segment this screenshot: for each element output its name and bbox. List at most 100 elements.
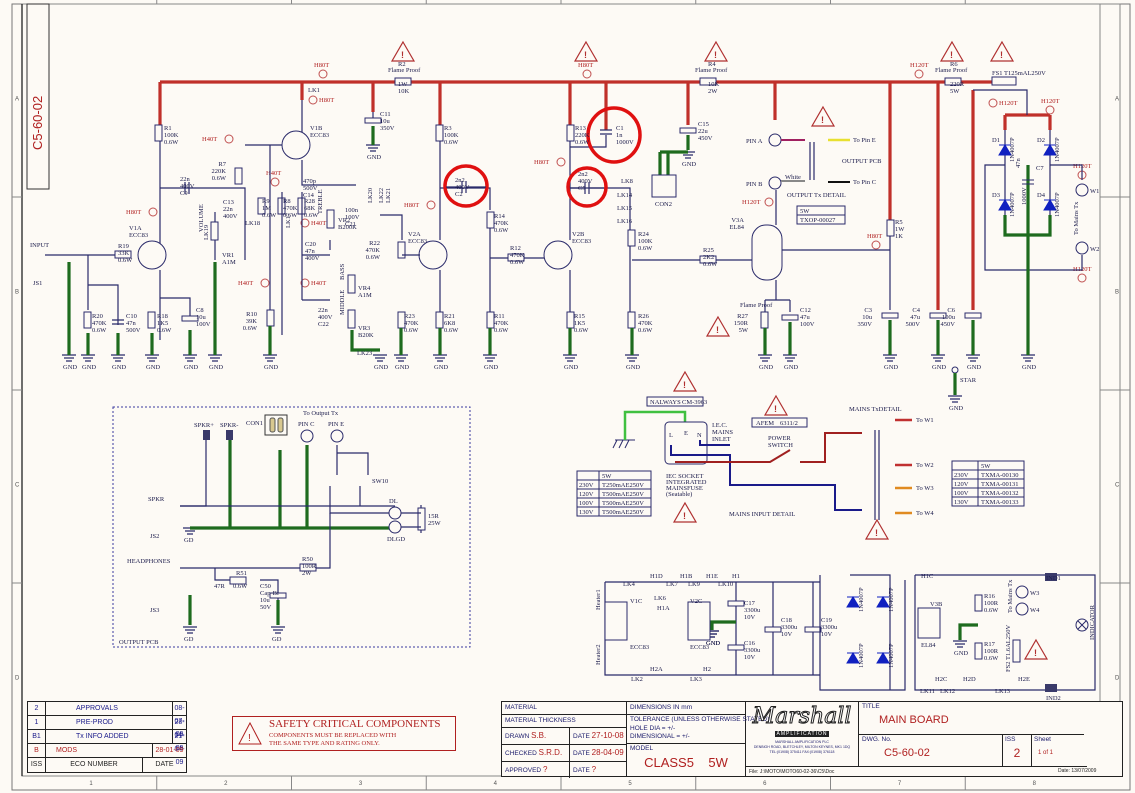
r15-label: R15 (574, 313, 585, 320)
power-switch-label: SWITCH (768, 442, 793, 449)
ground-icon (758, 354, 772, 362)
spkr-plus-label: SPKR+ (194, 422, 214, 429)
model-label: MODEL (630, 745, 654, 752)
iec-socket-label: IEC SOCKET (666, 473, 703, 480)
mains-tx-table-cell: 5W (981, 463, 991, 470)
c10-label: 500V (126, 327, 141, 334)
c11-label: C11 (380, 111, 391, 118)
heater-net-label: H1D (650, 573, 663, 580)
safety-title: SAFETY CRITICAL COMPONENTS (269, 718, 441, 730)
r13-label: R13 (575, 125, 586, 132)
dimensional-field: DIMENSIONAL = +/- (630, 733, 690, 740)
resistor-r16 (974, 594, 983, 612)
v2c-label: ECC83 (690, 644, 709, 651)
spkr-label: SPKR (148, 496, 165, 503)
test-point-label: H80T (578, 62, 593, 69)
c19-label: 3300u (821, 624, 838, 631)
hole-dia-field: HOLE DIA = +/- (630, 725, 676, 732)
c18-label: 3300u (781, 624, 798, 631)
r17-label: R17 (984, 641, 996, 648)
cap-c15 (679, 127, 697, 134)
r19-label: 0.6W (118, 257, 133, 264)
test-point-icon (148, 207, 158, 217)
mains-tx-table-cell: 130V (954, 499, 969, 506)
tube-v2a (418, 240, 448, 270)
warning-triangle-icon: ! (672, 370, 698, 392)
fuse-table-cell: T500mAE250V (602, 509, 644, 516)
c21-label: C21 (345, 221, 356, 228)
row-zone-C: C (15, 483, 20, 489)
c18-label: 10V (781, 631, 793, 638)
column-zone-1: 1 (89, 781, 93, 787)
test-point-label: H40T (238, 280, 253, 287)
ground-icon (183, 354, 197, 362)
c50-label: 10u (260, 597, 271, 604)
gnd-label: GND (784, 364, 798, 371)
link-label: LK7 (666, 581, 679, 588)
r8-label: 470K (283, 205, 298, 212)
tube-v2b (543, 240, 573, 270)
pin-b-terminal (768, 176, 782, 190)
gnd-label: GD (272, 636, 282, 643)
r25-label: R25 (703, 247, 714, 254)
r50-label: R50 (302, 556, 313, 563)
terminal-w4 (1015, 602, 1029, 616)
link-label: LK2 (631, 676, 643, 683)
r20-label: 470K (92, 320, 107, 327)
rev-header-date: DATE (155, 761, 174, 768)
flame-proof-label: Flame Proof (695, 67, 728, 74)
ground-icon (183, 626, 197, 634)
svg-text:!: ! (584, 50, 587, 60)
c1-label: C1 (616, 125, 624, 132)
fuse-table-cell: 5W (602, 473, 612, 480)
drawn-by: S.B. (531, 731, 547, 740)
v2c-label: V2C (690, 598, 702, 605)
r51-label: 47R (214, 583, 226, 590)
revision-date: 28-01-09 (155, 747, 184, 754)
r2-label: 1W (398, 81, 408, 88)
c18-label: C18 (781, 617, 792, 624)
cap-c16 (727, 644, 745, 651)
c50-label: 50V (260, 604, 272, 611)
c14-label: 470p (303, 178, 316, 185)
gnd-label: GND (626, 364, 640, 371)
pin-b-label: PIN B (746, 181, 763, 188)
output-tx-table-part: TXOP-00027 (800, 217, 836, 224)
test-point-label: H120T (999, 100, 1017, 107)
ground-icon (953, 640, 967, 648)
svg-text:!: ! (683, 511, 686, 521)
r51-label: R51 (236, 570, 247, 577)
link-label: LK6 (654, 595, 667, 602)
r18-label: 1K5 (157, 320, 168, 327)
c19-label: 10V (821, 631, 833, 638)
r4-label: 10K (708, 81, 720, 88)
cap-c50 (269, 592, 287, 599)
r50-label: 100R (302, 563, 317, 570)
warning-triangle-icon: ! (703, 40, 729, 62)
heater-net-label: H2D (963, 676, 976, 683)
c5-label: 2n2 (578, 171, 588, 178)
r27-label: 5W (739, 327, 749, 334)
c11-label: 10u (380, 118, 391, 125)
pin-a-label: PIN A (746, 138, 763, 145)
fuse-table-cell: T250mAE250V (602, 482, 644, 489)
warning-triangle-icon: ! (864, 518, 890, 540)
load-resistor-label: 15R (428, 513, 440, 520)
c6-label: 100u (942, 314, 956, 321)
iss-number: 2 (1013, 746, 1021, 760)
r3-label: 100K (444, 132, 459, 139)
warning-triangles: !!!!!!!!!!!! (390, 40, 1049, 660)
test-point-label: H80T (534, 159, 549, 166)
link-label: LK23 (357, 350, 372, 357)
r8-label: R8 (283, 198, 291, 205)
c20-label: 47n (305, 248, 316, 255)
gnd-label: GND (484, 364, 498, 371)
link-label: LK21 (385, 188, 392, 203)
r18-label: R18 (157, 313, 168, 320)
test-point-label: H40T (311, 220, 326, 227)
marshall-logo: Marshall (752, 704, 852, 730)
material-thickness-field: MATERIAL THICKNESS (502, 715, 626, 728)
gnd-label: GND (949, 405, 963, 412)
resistor-r26 (627, 311, 636, 329)
